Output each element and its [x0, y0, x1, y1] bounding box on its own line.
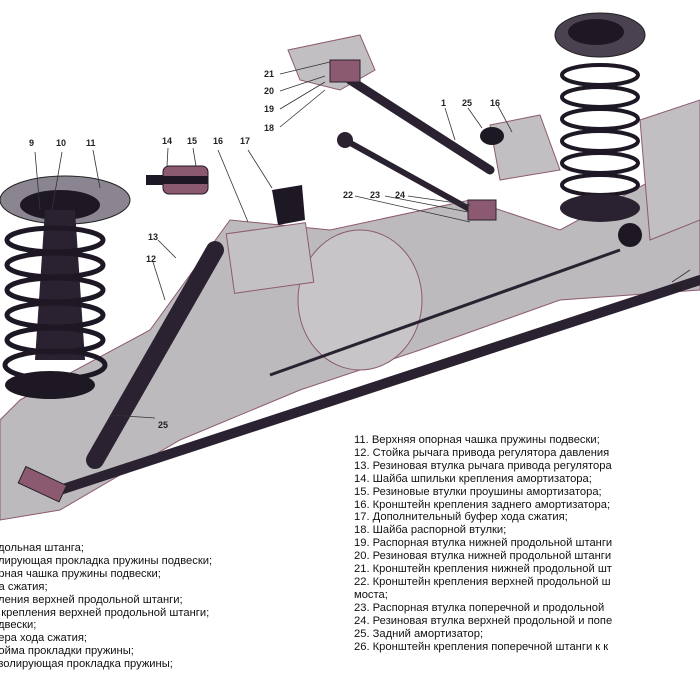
legend-item: 12. Стойка рычага привода регулятора дав… — [354, 446, 610, 459]
legend-item: моста; — [354, 588, 388, 601]
legend-item: 17. Дополнительный буфер хода сжатия; — [354, 511, 568, 524]
bar-end-bushing — [17, 465, 68, 503]
legend-item: 15. Резиновые втулки проушины амортизато… — [354, 485, 602, 498]
legend-item: пления верхней продольной штанги; — [0, 593, 183, 606]
callout-16b: 16 — [490, 98, 500, 108]
transverse-bar — [55, 275, 700, 495]
axle-housing — [0, 34, 700, 521]
brake-regulator-rod — [269, 248, 621, 377]
legend-item: 24. Резиновая втулка верхней продольной … — [354, 614, 613, 627]
legend-left-column: одольная штанга; олирующая прокладка пру… — [0, 542, 212, 671]
callout-10: 10 — [56, 138, 66, 148]
left-spring-assembly — [0, 175, 131, 399]
legend-item: 20. Резиновая втулка нижней продольной ш… — [354, 550, 612, 563]
rear-shock-absorber — [86, 241, 224, 469]
buffer-top — [480, 127, 504, 145]
bracket-bushing-upper — [329, 59, 361, 83]
legend-item: 19. Распорная втулка нижней продольной ш… — [354, 537, 613, 550]
legend-item: 21. Кронштейн крепления нижней продольно… — [354, 563, 612, 576]
legend-item: 14. Шайба шпильки крепления амортизатора… — [354, 472, 592, 485]
legend-right-column: 11. Верхняя опорная чашка пружины подвес… — [354, 434, 612, 653]
legend-item: бойма прокладки пружины; — [0, 645, 134, 658]
callout-18: 18 — [264, 123, 274, 133]
legend-item: орная чашка пружины подвески; — [0, 567, 161, 580]
callout-1: 1 — [441, 98, 446, 108]
legend-item: 18. Шайба распорной втулки; — [354, 524, 507, 537]
legend-item: олирующая прокладка пружины подвески; — [0, 554, 213, 567]
legend-item: 11. Верхняя опорная чашка пружины подвес… — [354, 434, 600, 446]
callout-11: 11 — [86, 138, 96, 148]
legend-item: 22. Кронштейн крепления верхней продольн… — [354, 575, 611, 588]
shock-eye-bushing — [146, 165, 209, 195]
bar-bushing — [337, 132, 353, 148]
compression-buffer — [272, 185, 305, 225]
callout-23: 23 — [370, 190, 380, 200]
callout-17: 17 — [240, 136, 250, 146]
right-spring-assembly — [554, 12, 646, 247]
legend-item: одольная штанга; — [0, 542, 84, 554]
callout-12: 12 — [146, 254, 156, 264]
callout-13: 13 — [148, 232, 158, 242]
callout-20: 20 — [264, 86, 274, 96]
upper-longitudinal-bar — [345, 75, 495, 175]
callout-24: 24 — [395, 190, 405, 200]
lower-longitudinal-bar — [342, 137, 483, 218]
callout-14: 14 — [162, 136, 172, 146]
callout-9: 9 — [29, 138, 34, 148]
callout-21: 21 — [264, 69, 274, 79]
legend-item: 23. Распорная втулка поперечной и продол… — [354, 601, 605, 614]
callout-19: 19 — [264, 104, 274, 114]
legend-item: 26. Кронштейн крепления поперечной штанг… — [354, 640, 609, 653]
legend-item: рера хода сжатия; — [0, 632, 88, 645]
callout-labels: 9 10 11 14 15 16 17 13 12 21 20 19 18 1 … — [29, 69, 682, 430]
callout-26: 26 — [672, 283, 682, 293]
callout-25a: 25 — [462, 98, 472, 108]
leader-lines — [34, 61, 691, 419]
callout-15: 15 — [187, 136, 197, 146]
legend-item: 25. Задний амортизатор; — [354, 627, 484, 640]
legend-item: 16. Кронштейн крепления заднего амортиза… — [354, 498, 611, 511]
legend-item: н крепления верхней продольной штанги; — [0, 606, 210, 619]
legend-item: изолирующая прокладка пружины; — [0, 658, 173, 671]
callout-22: 22 — [343, 190, 353, 200]
legend-item: да сжатия; — [0, 580, 48, 593]
legend-item: одвески; — [0, 619, 37, 632]
legend-item: 13. Резиновая втулка рычага привода регу… — [354, 459, 612, 472]
bracket-bushing — [467, 199, 497, 221]
callout-25b: 25 — [158, 420, 168, 430]
callout-16a: 16 — [213, 136, 223, 146]
